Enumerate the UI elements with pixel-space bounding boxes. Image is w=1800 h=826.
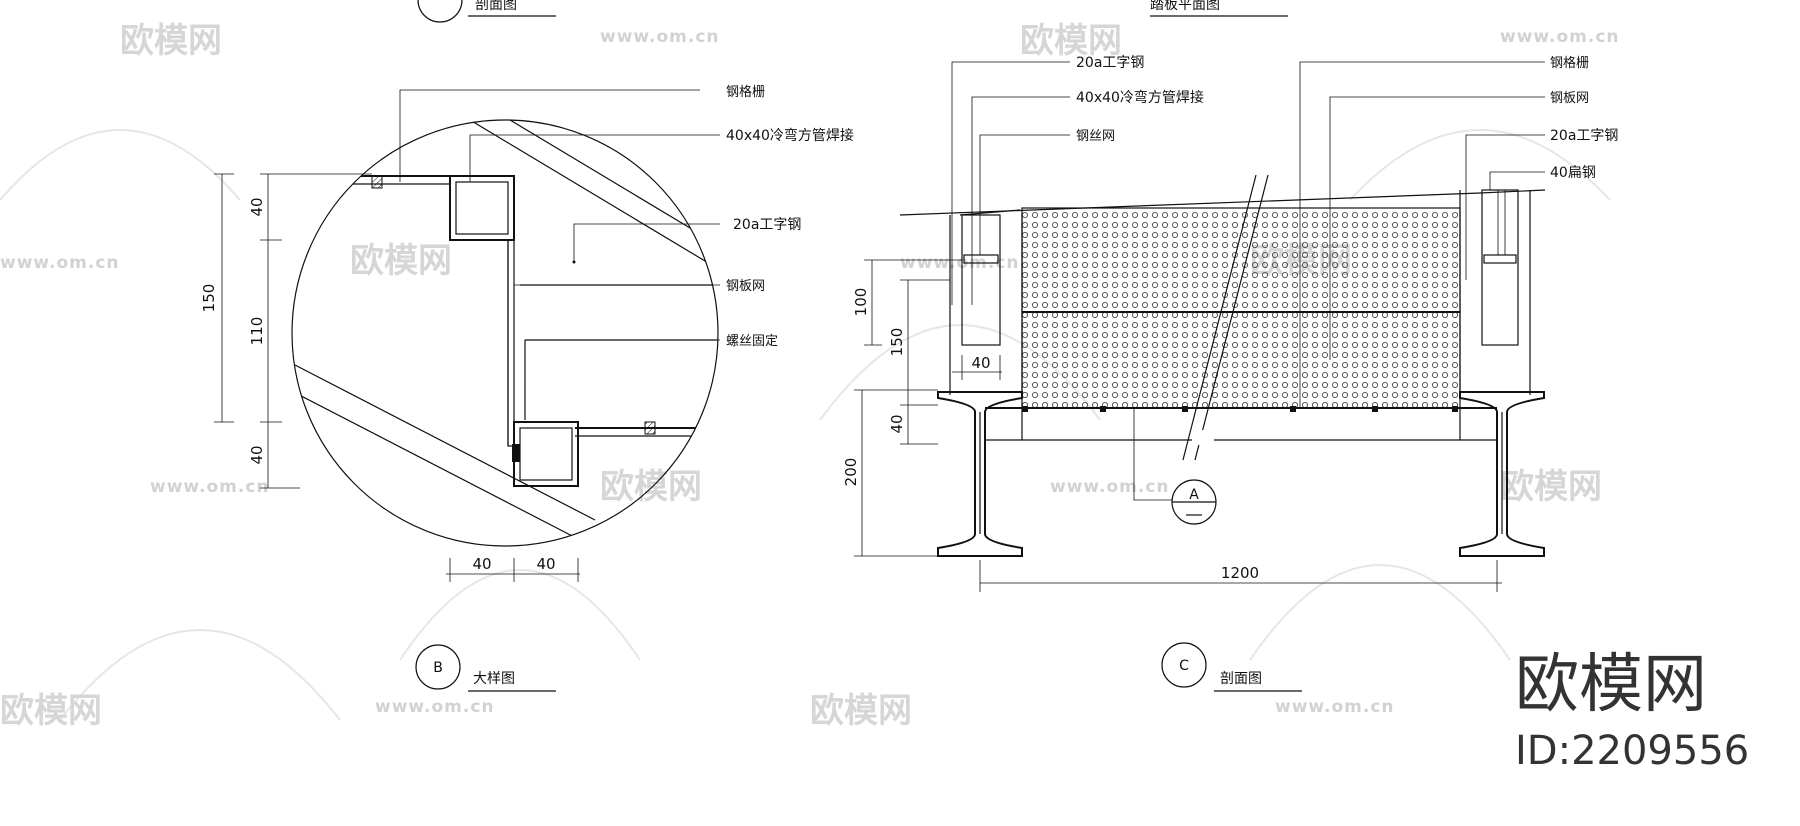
brand-block: 欧模网 ID:2209556 bbox=[1515, 648, 1749, 774]
section-c: A 20a工字钢 40x40冷弯方管焊接 钢丝网 钢格栅 钢板网 20a工字钢 … bbox=[842, 55, 1618, 692]
dim-c-200: 200 bbox=[842, 458, 860, 487]
label-c-i-beam-left: 20a工字钢 bbox=[1076, 55, 1144, 71]
dim-c-40v: 40 bbox=[888, 414, 906, 433]
section-c-marker bbox=[1161, 642, 1207, 688]
detail-b: 钢格栅 40x40冷弯方管焊接 20a工字钢 钢板网 螺丝固定 150 40 1… bbox=[200, 84, 854, 692]
detail-b-marker-letter: B bbox=[433, 660, 443, 676]
detail-b-circle bbox=[291, 119, 719, 547]
brand-name: 欧模网 bbox=[1515, 648, 1707, 722]
dim-c-40h: 40 bbox=[971, 354, 990, 372]
label-c-flat-steel: 40扁钢 bbox=[1550, 165, 1596, 181]
section-c-marker-letter: C bbox=[1179, 658, 1189, 674]
watermark-url: www.om.cn bbox=[150, 477, 270, 497]
section-c-ref-letter: A bbox=[1189, 487, 1199, 503]
watermark-url: www.om.cn bbox=[375, 697, 495, 717]
label-c-square-tube: 40x40冷弯方管焊接 bbox=[1076, 89, 1204, 106]
label-i-beam: 20a工字钢 bbox=[733, 217, 801, 233]
top-titles: 剖面图 踏板平面图 bbox=[417, 0, 1288, 23]
square-tube-top bbox=[449, 175, 515, 241]
brand-id: ID:2209556 bbox=[1515, 728, 1749, 774]
label-screw: 螺丝固定 bbox=[726, 334, 778, 349]
dim-b-middle: 110 bbox=[248, 317, 266, 346]
watermark-logo: 欧模网 bbox=[120, 21, 222, 61]
label-c-wire-mesh: 钢丝网 bbox=[1076, 129, 1115, 144]
label-c-grating: 钢格栅 bbox=[1550, 55, 1589, 71]
watermark-logo: 欧模网 bbox=[810, 691, 912, 731]
dim-b-top: 40 bbox=[248, 197, 266, 216]
dim-c-width: 1200 bbox=[1221, 564, 1259, 582]
detail-b-title: 大样图 bbox=[473, 671, 515, 687]
label-c-steel-mesh: 钢板网 bbox=[1550, 91, 1589, 106]
watermark-logo: 欧模网 bbox=[350, 241, 452, 281]
watermark-url: www.om.cn bbox=[0, 253, 120, 273]
dim-b-bottom: 40 bbox=[248, 445, 266, 464]
label-steel-mesh: 钢板网 bbox=[726, 279, 765, 294]
watermark-url: www.om.cn bbox=[600, 27, 720, 47]
mesh-panel-upper bbox=[1021, 207, 1461, 313]
square-tube-bottom bbox=[513, 421, 579, 487]
watermark-logo: 欧模网 bbox=[1020, 21, 1122, 61]
dim-b-total: 150 bbox=[200, 284, 218, 313]
watermark-url: www.om.cn bbox=[1275, 697, 1395, 717]
top-left-marker bbox=[417, 0, 463, 23]
mesh-panel-lower bbox=[1021, 311, 1461, 409]
detail-b-marker bbox=[415, 644, 461, 690]
top-left-title: 剖面图 bbox=[475, 0, 517, 13]
dim-c-150: 150 bbox=[888, 328, 906, 357]
watermark-layer: 欧模网 欧模网 欧模网 欧模网 欧模网 欧模网 欧模网 欧模网 www.om.c… bbox=[0, 21, 1620, 731]
post-left bbox=[961, 214, 1001, 346]
section-c-dimensions: 100 150 40 200 40 1200 bbox=[842, 259, 1502, 592]
watermark-url: www.om.cn bbox=[1500, 27, 1620, 47]
watermark-url: www.om.cn bbox=[1050, 477, 1170, 497]
watermark-logo: 欧模网 bbox=[0, 691, 102, 731]
top-right-title: 踏板平面图 bbox=[1150, 0, 1220, 13]
post-right bbox=[1481, 189, 1519, 346]
watermark-logo: 欧模网 bbox=[1500, 467, 1602, 507]
detail-b-dimensions: 150 40 110 40 40 40 bbox=[200, 173, 580, 582]
label-c-i-beam-right: 20a工字钢 bbox=[1550, 128, 1618, 144]
watermark-logo: 欧模网 bbox=[600, 467, 702, 507]
label-grating: 钢格栅 bbox=[726, 84, 765, 100]
dim-c-100: 100 bbox=[852, 288, 870, 317]
section-c-title: 剖面图 bbox=[1220, 671, 1262, 687]
i-beam-left bbox=[937, 391, 1023, 557]
dim-b-w2: 40 bbox=[536, 555, 555, 573]
watermark-arcs bbox=[0, 129, 1611, 721]
watermark-url: www.om.cn bbox=[900, 253, 1020, 273]
dim-b-w1: 40 bbox=[472, 555, 491, 573]
label-square-tube: 40x40冷弯方管焊接 bbox=[726, 127, 854, 144]
